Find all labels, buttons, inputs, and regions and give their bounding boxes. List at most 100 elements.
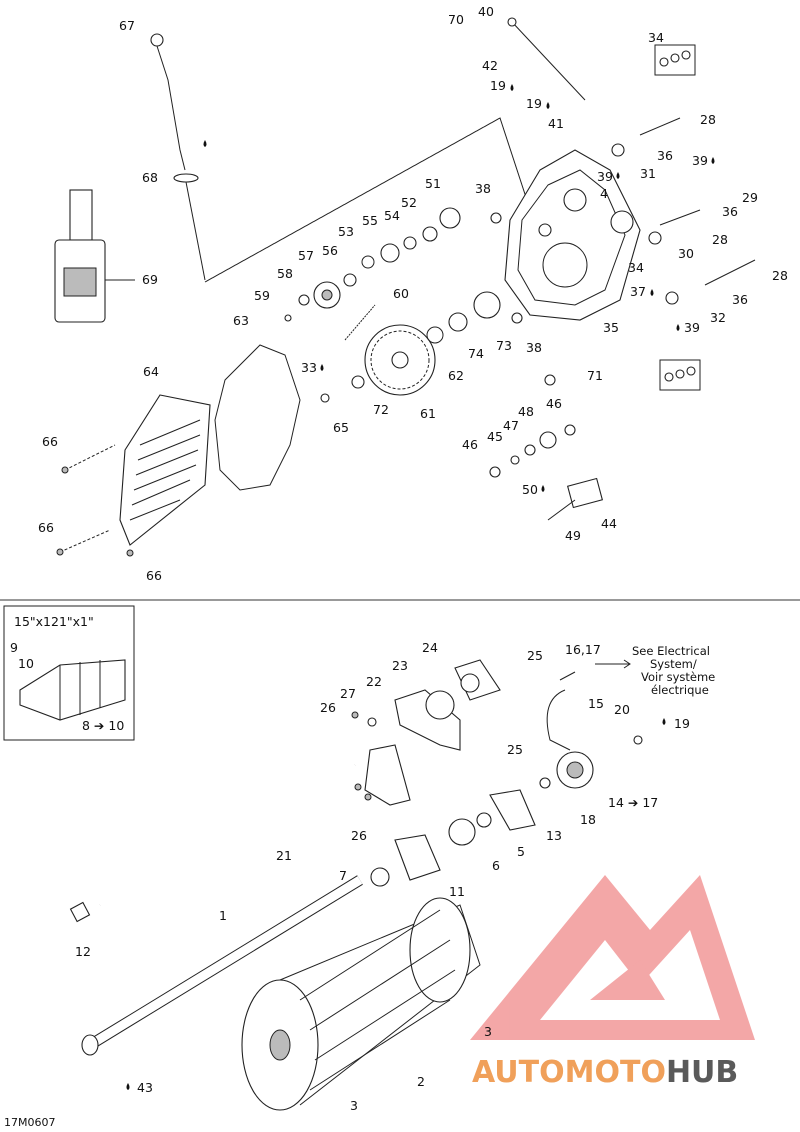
callout-72: 72 xyxy=(373,402,389,417)
chaincase-housing xyxy=(504,149,641,321)
callout-22: 22 xyxy=(366,674,382,689)
callout-26a: 26 xyxy=(320,700,336,715)
callout-19b: 19 xyxy=(526,96,542,111)
callout-32: 32 xyxy=(710,310,726,325)
callout-55: 55 xyxy=(362,213,378,228)
callout-5: 5 xyxy=(517,844,525,859)
washer-set-upper xyxy=(654,44,696,76)
electrical-note-line4: électrique xyxy=(651,683,709,697)
callout-13: 13 xyxy=(546,828,562,843)
callout-35: 35 xyxy=(603,320,619,335)
callout-52: 52 xyxy=(401,195,417,210)
lower-brackets xyxy=(351,659,643,887)
track-sprockets xyxy=(241,897,481,1111)
callout-8-10: 8 ➔ 10 xyxy=(82,718,124,733)
lower-callouts: 24 25 16,17 23 22 15 27 26 20 19 25 14 ➔… xyxy=(75,640,690,1113)
callout-33: 33 xyxy=(301,360,317,375)
callout-73: 73 xyxy=(496,338,512,353)
callout-39a: 39 xyxy=(597,169,613,184)
callout-9: 9 xyxy=(10,640,18,655)
callout-19a: 19 xyxy=(490,78,506,93)
callout-63: 63 xyxy=(233,313,249,328)
callout-45: 45 xyxy=(487,429,503,444)
electrical-note-line2: System/ xyxy=(650,657,697,671)
callout-59: 59 xyxy=(254,288,270,303)
callout-49: 49 xyxy=(565,528,581,543)
watermark-text-part1: AUTOMOTO xyxy=(472,1055,666,1090)
upper-bearings xyxy=(284,143,679,403)
callout-12: 12 xyxy=(75,944,91,959)
callout-38b: 38 xyxy=(526,340,542,355)
sprocket-57 xyxy=(313,281,341,309)
callout-37: 37 xyxy=(630,284,646,299)
callout-66b: 66 xyxy=(38,520,54,535)
callout-20: 20 xyxy=(614,702,630,717)
callout-48: 48 xyxy=(518,404,534,419)
chaincase-cover xyxy=(119,394,211,546)
callout-41: 41 xyxy=(548,116,564,131)
oil-drop-icons-lower xyxy=(126,718,666,1090)
callout-40: 40 xyxy=(478,4,494,19)
callout-67: 67 xyxy=(119,18,135,33)
callout-25a: 25 xyxy=(527,648,543,663)
driveshaft-1 xyxy=(81,875,363,1056)
inset-title: 15"x121"x1" xyxy=(14,614,94,629)
callout-47: 47 xyxy=(503,418,519,433)
callout-36a: 36 xyxy=(657,148,673,163)
callout-10: 10 xyxy=(18,656,34,671)
callout-51: 51 xyxy=(425,176,441,191)
callout-65: 65 xyxy=(333,420,349,435)
callout-36b: 36 xyxy=(722,204,738,219)
callout-11: 11 xyxy=(449,884,465,899)
diagram-code: 17M0607 xyxy=(4,1116,55,1129)
callout-34a: 34 xyxy=(648,30,664,45)
upper-bolts xyxy=(639,117,756,286)
track-inset: 15"x121"x1" 9 10 8 ➔ 10 xyxy=(3,605,135,741)
driveshaft-21 xyxy=(69,761,357,923)
callout-1: 1 xyxy=(219,908,227,923)
callout-46a: 46 xyxy=(546,396,562,411)
callout-29: 29 xyxy=(742,190,758,205)
callout-56: 56 xyxy=(322,243,338,258)
callout-36c: 36 xyxy=(732,292,748,307)
electrical-note-line3: Voir système xyxy=(641,670,715,684)
callout-4: 4 xyxy=(600,186,608,201)
callout-66c: 66 xyxy=(146,568,162,583)
electrical-note: See Electrical System/ Voir système élec… xyxy=(595,644,715,697)
callout-16-17: 16,17 xyxy=(565,642,601,657)
callout-21: 21 xyxy=(276,848,292,863)
dipstick xyxy=(150,33,206,281)
callout-3a: 3 xyxy=(484,1024,492,1039)
callout-71: 71 xyxy=(587,368,603,383)
callout-28b: 28 xyxy=(712,232,728,247)
oil-drop-icons-upper xyxy=(203,84,715,492)
callout-58: 58 xyxy=(277,266,293,281)
callout-53: 53 xyxy=(338,224,354,239)
callout-44: 44 xyxy=(601,516,617,531)
callout-23: 23 xyxy=(392,658,408,673)
callout-68: 68 xyxy=(142,170,158,185)
callout-42: 42 xyxy=(482,58,498,73)
callout-38a: 38 xyxy=(475,181,491,196)
callout-46b: 46 xyxy=(462,437,478,452)
watermark-text-part2: HUB xyxy=(666,1055,738,1090)
callout-28c: 28 xyxy=(772,268,788,283)
callout-7: 7 xyxy=(339,868,347,883)
callout-70: 70 xyxy=(448,12,464,27)
callout-19c: 19 xyxy=(674,716,690,731)
callout-62: 62 xyxy=(448,368,464,383)
oil-bottle xyxy=(54,189,135,323)
washer-set-lower xyxy=(659,359,701,391)
callout-14-17: 14 ➔ 17 xyxy=(608,795,658,810)
bolt-40 xyxy=(507,17,586,101)
callout-3b: 3 xyxy=(350,1098,358,1113)
callout-28a: 28 xyxy=(700,112,716,127)
callout-6: 6 xyxy=(492,858,500,873)
upper-callouts: 67 40 70 42 19 19 41 34 28 69 68 36 39 3… xyxy=(38,4,788,583)
callout-30: 30 xyxy=(678,246,694,261)
callout-26b: 26 xyxy=(351,828,367,843)
electrical-note-line1: See Electrical xyxy=(632,644,710,658)
callout-57: 57 xyxy=(298,248,314,263)
watermark-text: AUTOMOTOHUB xyxy=(472,1055,738,1090)
